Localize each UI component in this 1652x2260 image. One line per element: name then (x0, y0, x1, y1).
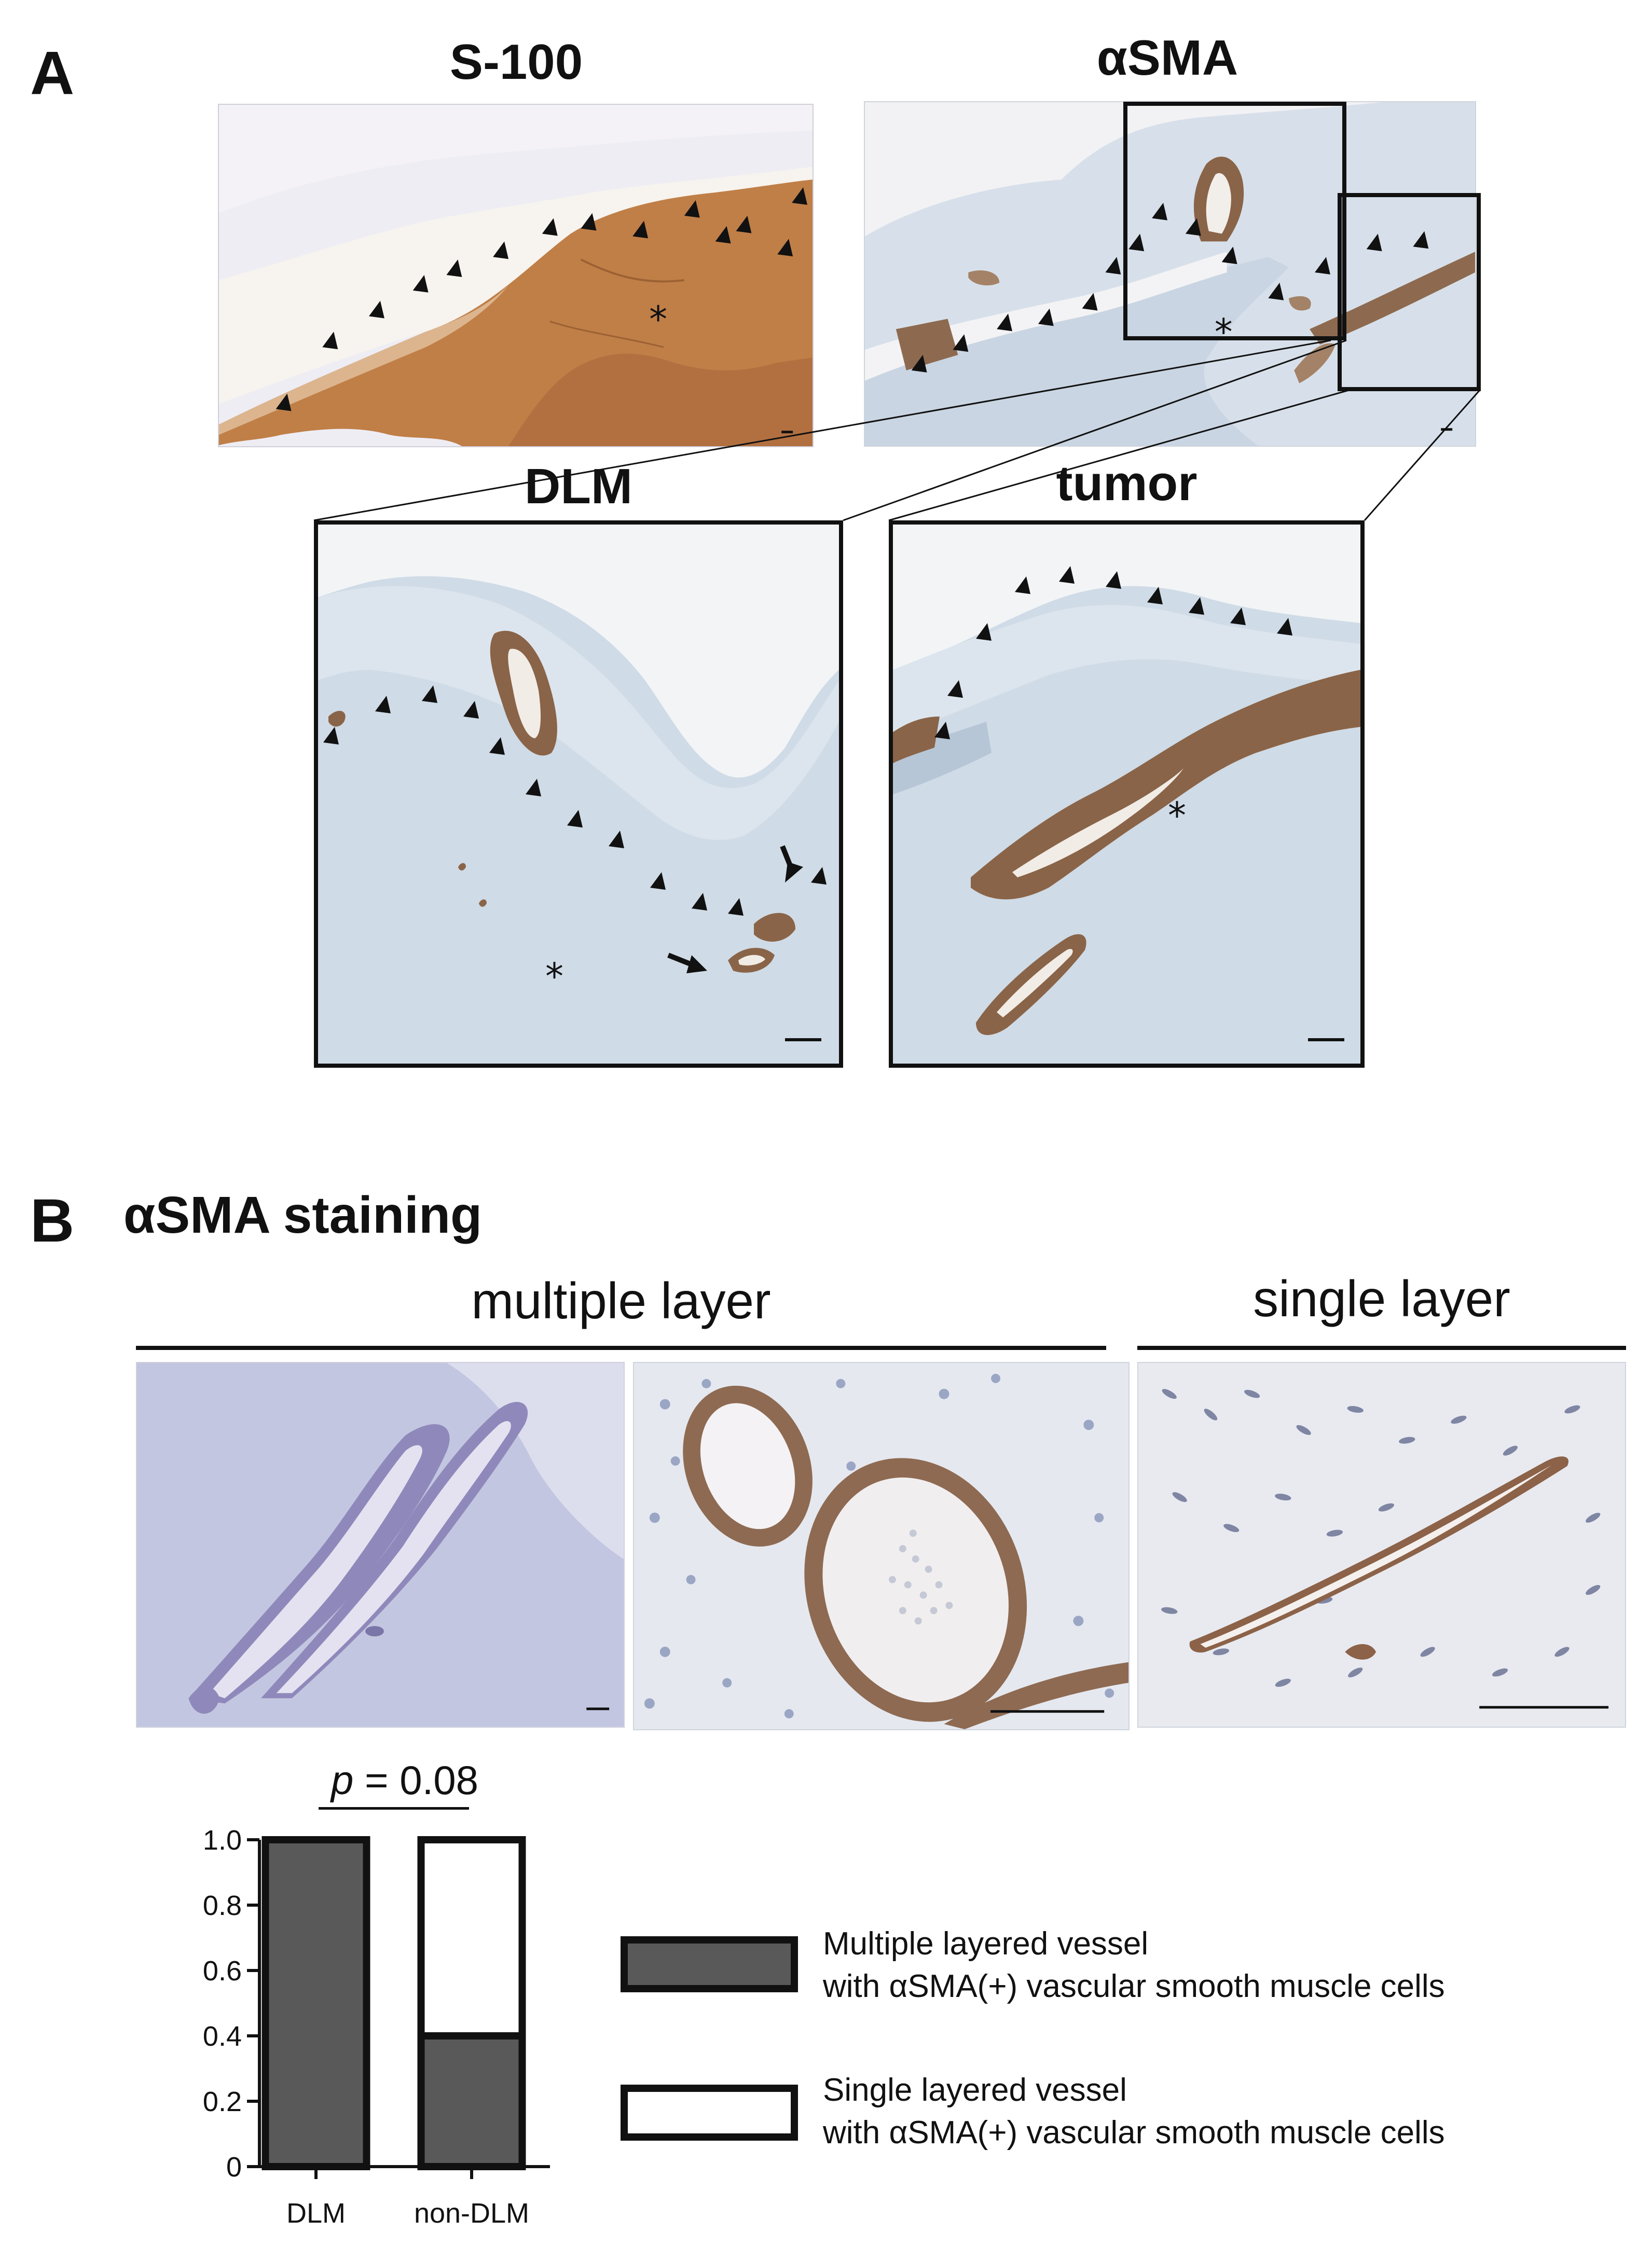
legend-swatch-multiple (621, 1936, 798, 1992)
single-layer-rule (1137, 1346, 1626, 1350)
legend-label-multiple-line2: with αSMA(+) vascular smooth muscle cell… (823, 1968, 1445, 2004)
y-tick-label-0.2: 0.2 (203, 2086, 242, 2117)
dlm-micrograph: * (314, 520, 843, 1068)
asma-title: αSMA (1096, 30, 1238, 86)
y-tick-label-0.6: 0.6 (203, 1955, 242, 1987)
panel-b-title: αSMA staining (123, 1186, 483, 1244)
multiple-layer-rule (136, 1346, 1106, 1350)
y-tick-label-1.0: 1.0 (203, 1825, 242, 1856)
dlm-asterisk: * (545, 955, 563, 998)
panel-b-letter: B (30, 1187, 75, 1255)
p-symbol: p (331, 1757, 354, 1803)
multiple-layer-micrograph-low (136, 1362, 625, 1728)
multiple-layer-micrograph-high (633, 1362, 1130, 1730)
multiple-layer-label: multiple layer (471, 1272, 771, 1329)
x-tick-label-non-dlm: non-DLM (414, 2198, 529, 2229)
p-value-label: p = 0.08 (301, 1760, 508, 1800)
s100-title: S-100 (449, 34, 583, 90)
x-tick-label-dlm: DLM (286, 2198, 346, 2229)
dlm-title: DLM (525, 459, 632, 514)
tumor-micrograph: * (889, 520, 1365, 1068)
dlm-inset-box (1123, 102, 1346, 340)
legend-label-multiple-line1: Multiple layered vessel (823, 1926, 1149, 1962)
zoom-connectors (313, 339, 1481, 521)
s100-micrograph: * (218, 104, 814, 447)
legend-label-single-line1: Single layered vessel (823, 2072, 1127, 2108)
s100-asterisk: * (649, 298, 667, 340)
tumor-inset-box (1338, 193, 1481, 391)
legend-swatch-single (621, 2085, 798, 2141)
legend-label-single-line2: with αSMA(+) vascular smooth muscle cell… (823, 2114, 1445, 2151)
panel-a-letter: A (30, 39, 75, 107)
legend-label-single: Single layered vessel with αSMA(+) vascu… (823, 2069, 1445, 2154)
p-value-bracket (319, 1807, 469, 1810)
stacked-bar-chart: DLM non-DLM 0 0.2 0.4 0.6 0.8 1.0 (203, 1825, 550, 2229)
single-layer-micrograph (1137, 1362, 1626, 1728)
y-tick-label-0.4: 0.4 (203, 2021, 242, 2052)
tumor-asterisk: * (1168, 794, 1186, 837)
single-layer-label: single layer (1253, 1270, 1510, 1327)
y-tick-label-0.8: 0.8 (203, 1890, 242, 1921)
bar-dlm-series-0 (261, 1836, 370, 2170)
p-value-text: = 0.08 (365, 1757, 479, 1803)
legend-label-multiple: Multiple layered vessel with αSMA(+) vas… (823, 1923, 1445, 2008)
bar-non-dlm-series-1 (417, 1836, 526, 2039)
bar-non-dlm-series-0 (417, 2032, 526, 2170)
asma-asterisk: * (1215, 311, 1233, 353)
y-tick-label-0: 0 (226, 2152, 242, 2183)
tumor-title: tumor (1056, 456, 1197, 511)
